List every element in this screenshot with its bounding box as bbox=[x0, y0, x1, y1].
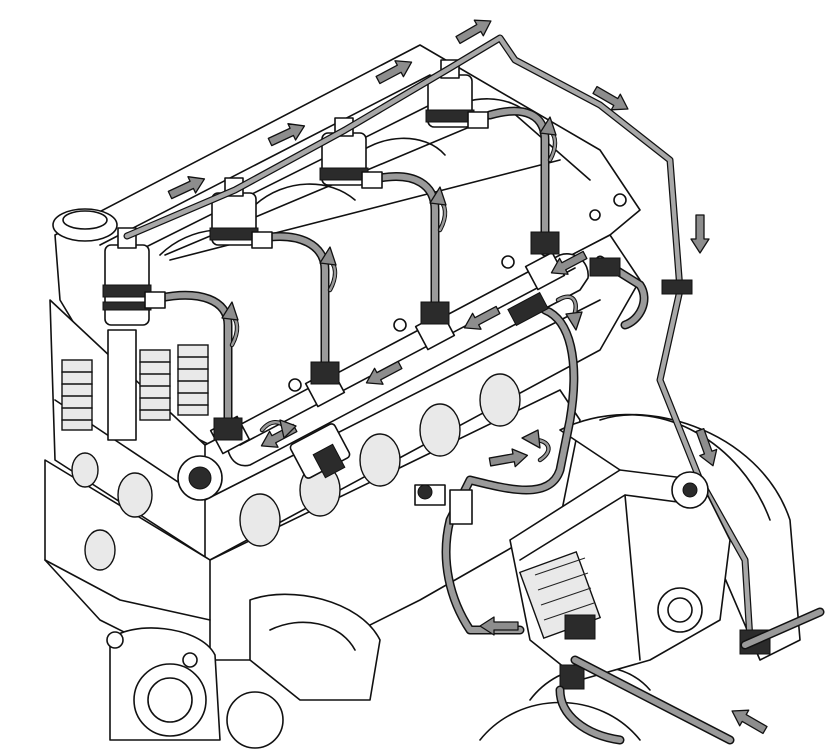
arrow-return-5 bbox=[592, 85, 629, 111]
arrow-return-3 bbox=[375, 60, 413, 85]
high-pressure-pump bbox=[509, 469, 771, 690]
arrow-return-1 bbox=[167, 176, 206, 200]
arrow-rail-3 bbox=[463, 305, 501, 330]
engine-block bbox=[44, 44, 801, 749]
arrow-return-6 bbox=[690, 214, 710, 254]
arrow-pump-return bbox=[479, 616, 519, 636]
arrow-rail-2 bbox=[365, 360, 403, 385]
arrow-return-2 bbox=[267, 123, 306, 147]
valve-springs bbox=[61, 329, 209, 441]
arrow-return-7 bbox=[695, 427, 718, 467]
injector-lines bbox=[155, 106, 560, 441]
supply-pipes bbox=[555, 607, 825, 745]
arrow-rail-4 bbox=[550, 250, 588, 275]
arrow-return-4 bbox=[455, 19, 492, 45]
flow-arrows bbox=[167, 19, 768, 735]
curved-flow-arrows bbox=[221, 116, 583, 463]
feed-line bbox=[414, 255, 649, 635]
arrow-pump-out bbox=[488, 448, 529, 468]
arrow-feed-in bbox=[731, 709, 768, 735]
